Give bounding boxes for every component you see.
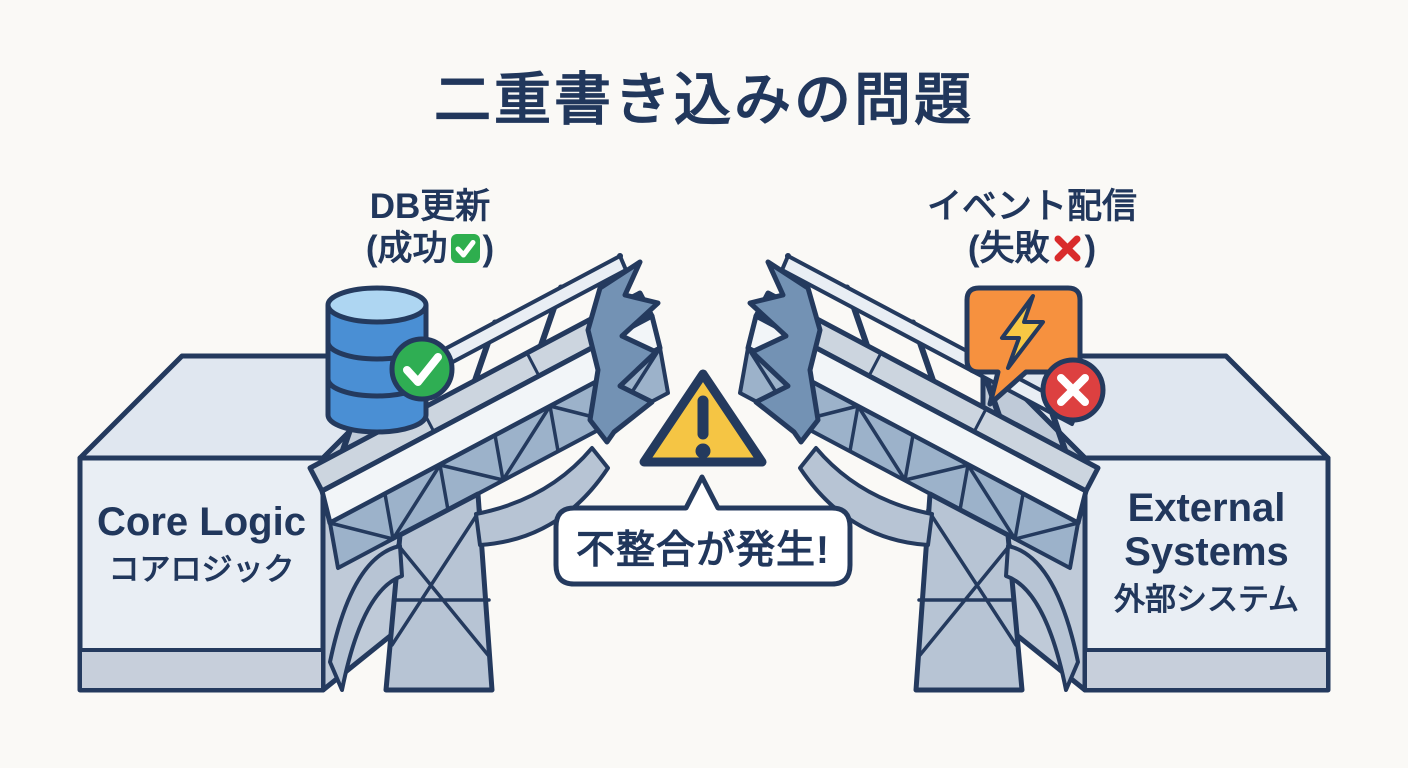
core-logic-subtitle: コアロジック: [108, 552, 295, 587]
event-message-icon: [964, 285, 1083, 407]
db-status-prefix: (成功: [365, 229, 448, 268]
database-icon: [325, 285, 429, 435]
success-circle: [389, 336, 455, 402]
database-top: [325, 285, 429, 325]
success-check-emoji: [450, 232, 481, 274]
failure-cross-badge: [1040, 357, 1106, 423]
success-check-badge: [389, 336, 455, 402]
failure-cross-emoji: [1052, 232, 1083, 274]
check-icon: [403, 353, 442, 386]
warning-triangle-icon: [639, 369, 767, 467]
core-logic-title: Core Logic: [97, 500, 306, 544]
event-delivery-annotation: イベント配信 (失敗): [872, 186, 1192, 274]
event-delivery-status: (失敗): [872, 228, 1192, 274]
db-update-label: DB更新: [369, 187, 491, 226]
event-status-prefix: (失敗: [967, 229, 1050, 268]
db-update-status: (成功): [270, 228, 590, 274]
lightning-bolt-icon: [1000, 294, 1045, 370]
inconsistency-warning-text: 不整合が発生!: [576, 529, 830, 572]
warning-speech-bubble: [553, 474, 853, 587]
database-body: [325, 305, 429, 435]
db-update-annotation: DB更新 (成功): [270, 186, 590, 274]
event-status-suffix: ): [1084, 229, 1097, 268]
external-subtitle: 外部システム: [1113, 582, 1300, 617]
event-delivery-label: イベント配信: [926, 187, 1137, 226]
external-title-line1: External: [1127, 486, 1286, 530]
core-logic-block-label: Core Logic コアロジック: [80, 500, 323, 588]
x-icon: [1057, 374, 1089, 406]
external-systems-block-label: External Systems 外部システム: [1085, 486, 1328, 618]
page-title: 二重書き込みの問題: [434, 68, 974, 132]
external-title-line2: Systems: [1124, 530, 1289, 574]
db-status-suffix: ): [482, 229, 495, 268]
exclamation-dot: [695, 443, 711, 459]
